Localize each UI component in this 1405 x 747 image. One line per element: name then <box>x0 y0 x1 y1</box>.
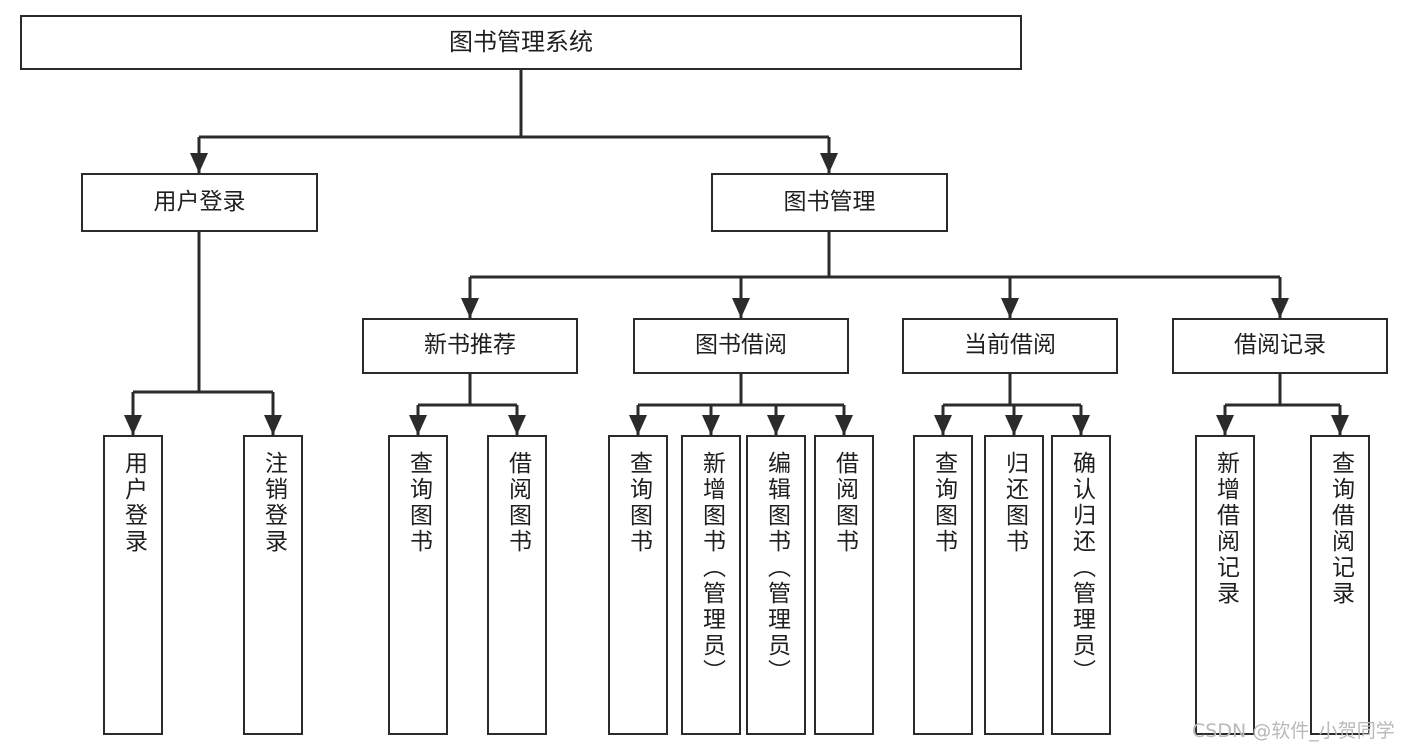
arrowhead-icon <box>732 298 750 318</box>
node-new-book-recommend[interactable]: 新书推荐 <box>362 318 578 374</box>
arrowhead-icon <box>461 298 479 318</box>
node-label: 借阅图书 <box>504 451 531 555</box>
node-label: 图书管理 <box>783 188 876 215</box>
arrowhead-icon <box>264 415 282 435</box>
node-label: 编辑图书（管理员） <box>763 451 790 685</box>
node-leaf-add-borrow-record[interactable]: 新增借阅记录 <box>1195 435 1255 735</box>
node-borrow-record[interactable]: 借阅记录 <box>1172 318 1388 374</box>
node-label: 用户登录 <box>120 451 147 555</box>
node-leaf-query-book-current[interactable]: 查询图书 <box>913 435 973 735</box>
node-label: 新书推荐 <box>424 332 516 359</box>
arrowhead-icon <box>1072 415 1090 435</box>
node-root[interactable]: 图书管理系统 <box>20 15 1022 70</box>
arrowhead-icon <box>1005 415 1023 435</box>
node-label: 确认归还（管理员） <box>1068 451 1095 685</box>
node-label: 借阅记录 <box>1234 332 1326 359</box>
node-label: 查询图书 <box>405 451 432 555</box>
node-leaf-user-logout[interactable]: 注销登录 <box>243 435 303 735</box>
arrowhead-icon <box>820 153 838 173</box>
arrowhead-icon <box>409 415 427 435</box>
node-user-login[interactable]: 用户登录 <box>81 173 318 232</box>
arrowhead-icon <box>1331 415 1349 435</box>
watermark-text: CSDN @软件_小贺同学 <box>1192 720 1395 742</box>
node-label: 新增图书（管理员） <box>698 451 725 685</box>
node-book-manage[interactable]: 图书管理 <box>711 173 948 232</box>
arrowhead-icon <box>190 153 208 173</box>
node-leaf-borrow-book[interactable]: 借阅图书 <box>814 435 874 735</box>
node-leaf-query-borrow-record[interactable]: 查询借阅记录 <box>1310 435 1370 735</box>
node-label: 查询图书 <box>930 451 957 555</box>
node-leaf-return-book[interactable]: 归还图书 <box>984 435 1044 735</box>
node-label: 图书借阅 <box>695 332 787 359</box>
node-leaf-query-book-borrow[interactable]: 查询图书 <box>608 435 668 735</box>
arrowhead-icon <box>835 415 853 435</box>
node-label: 新增借阅记录 <box>1212 451 1239 607</box>
node-current-borrow[interactable]: 当前借阅 <box>902 318 1118 374</box>
node-label: 图书管理系统 <box>449 28 593 57</box>
arrowhead-icon <box>1271 298 1289 318</box>
arrowhead-icon <box>1216 415 1234 435</box>
node-leaf-confirm-return[interactable]: 确认归还（管理员） <box>1051 435 1111 735</box>
node-label: 借阅图书 <box>831 451 858 555</box>
arrowhead-icon <box>124 415 142 435</box>
node-label: 归还图书 <box>1001 451 1028 555</box>
node-leaf-user-login[interactable]: 用户登录 <box>103 435 163 735</box>
node-label: 查询借阅记录 <box>1327 451 1354 607</box>
node-label: 注销登录 <box>260 451 287 555</box>
node-book-borrow[interactable]: 图书借阅 <box>633 318 849 374</box>
node-leaf-add-book[interactable]: 新增图书（管理员） <box>681 435 741 735</box>
arrowhead-icon <box>508 415 526 435</box>
node-label: 当前借阅 <box>964 332 1056 359</box>
node-leaf-borrow-book-recommend[interactable]: 借阅图书 <box>487 435 547 735</box>
arrowhead-icon <box>1001 298 1019 318</box>
arrowhead-icon <box>934 415 952 435</box>
node-leaf-edit-book[interactable]: 编辑图书（管理员） <box>746 435 806 735</box>
arrowhead-icon <box>767 415 785 435</box>
node-label: 用户登录 <box>153 188 246 215</box>
arrowhead-icon <box>629 415 647 435</box>
node-leaf-query-book-recommend[interactable]: 查询图书 <box>388 435 448 735</box>
node-label: 查询图书 <box>625 451 652 555</box>
arrowhead-icon <box>702 415 720 435</box>
